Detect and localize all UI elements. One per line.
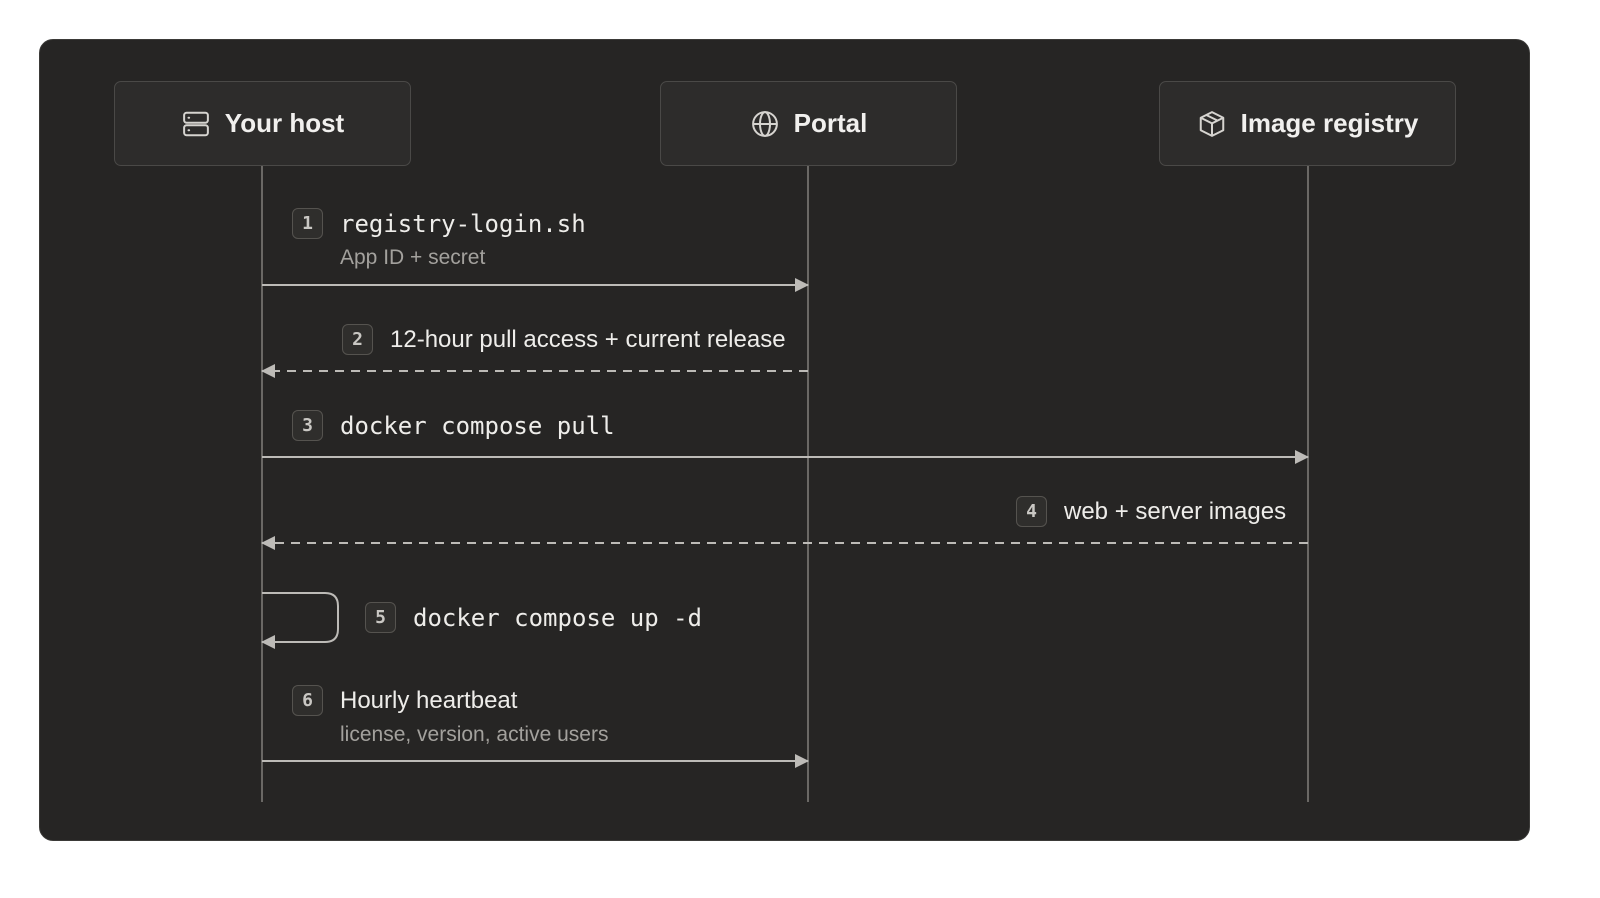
step-6-detail: license, version, active users xyxy=(340,723,609,746)
actor-label: Image registry xyxy=(1240,108,1419,138)
globe-icon xyxy=(751,110,778,137)
step-4-label: web + server images xyxy=(1064,498,1287,525)
step-number-badge: 5 xyxy=(365,602,396,633)
package-icon xyxy=(1199,110,1224,137)
step-number-badge: 1 xyxy=(292,208,323,239)
actor-label: Your host xyxy=(224,108,345,138)
step-2-label: 12-hour pull access + current release xyxy=(390,326,786,353)
arrow-step-5 xyxy=(261,592,339,649)
step-number-badge: 2 xyxy=(342,324,373,355)
diagram-lines xyxy=(261,166,1309,802)
step-6-label: Hourly heartbeat xyxy=(340,687,518,714)
server-icon xyxy=(182,111,209,136)
actor-portal: Portal xyxy=(660,81,957,166)
actor-image-registry: Image registry xyxy=(1159,81,1456,166)
step-number-badge: 4 xyxy=(1016,496,1047,527)
step-5-label: docker compose up -d xyxy=(413,604,702,632)
sequence-diagram-panel: Your host Portal Image registry 1 regist… xyxy=(39,39,1530,841)
step-1-detail: App ID + secret xyxy=(340,246,486,269)
step-3-label: docker compose pull xyxy=(340,412,615,440)
actor-your-host: Your host xyxy=(114,81,411,166)
step-number-badge: 6 xyxy=(292,685,323,716)
step-1-label: registry-login.sh xyxy=(340,210,586,238)
actor-label: Portal xyxy=(793,108,868,138)
step-number-badge: 3 xyxy=(292,410,323,441)
